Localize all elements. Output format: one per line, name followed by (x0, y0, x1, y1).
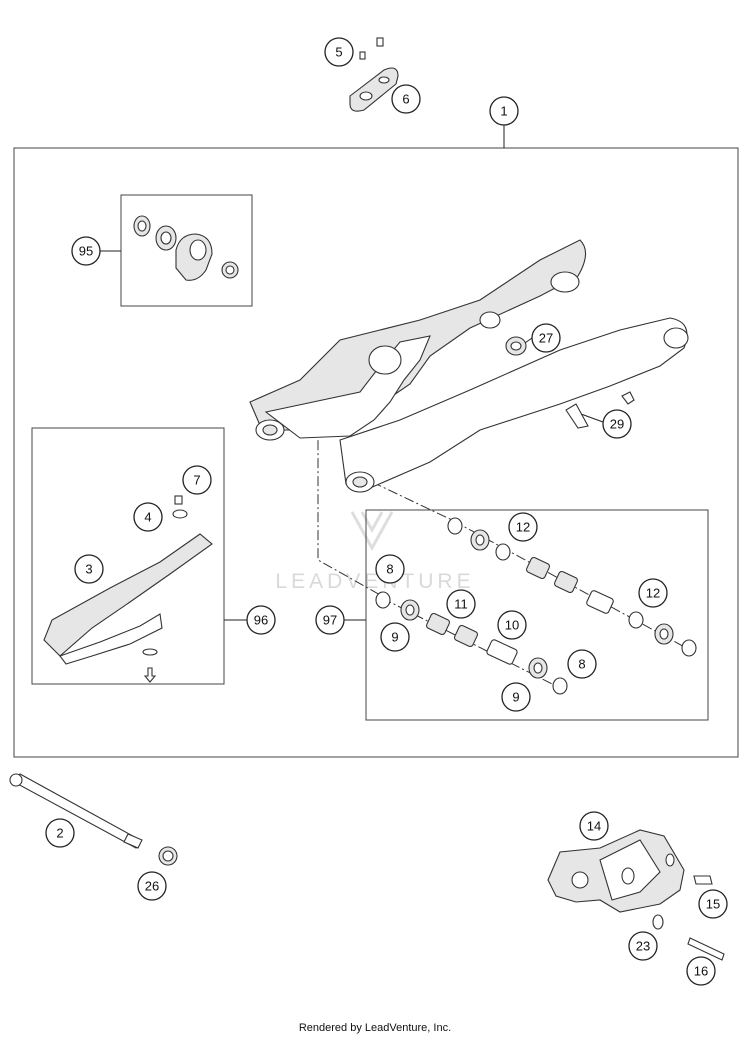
svg-text:9: 9 (512, 690, 519, 705)
svg-text:8: 8 (578, 657, 585, 672)
svg-text:7: 7 (193, 473, 200, 488)
kit-96-box (31, 427, 225, 685)
callout-7: 7 (182, 465, 212, 495)
svg-text:26: 26 (145, 879, 159, 894)
svg-text:5: 5 (335, 45, 342, 60)
svg-text:16: 16 (694, 964, 708, 979)
svg-text:8: 8 (386, 562, 393, 577)
callout-11: 11 (446, 589, 476, 619)
callout-9: 9 (501, 682, 531, 712)
footer-credit: Rendered by LeadVenture, Inc. (298, 1022, 452, 1034)
svg-text:12: 12 (516, 520, 530, 535)
callout-97: 97 (315, 605, 345, 635)
chain-guide-bracket (349, 37, 399, 112)
svg-text:9: 9 (391, 630, 398, 645)
swingarm-assembly-box (13, 147, 739, 758)
callout-12: 12 (638, 578, 668, 608)
svg-text:95: 95 (79, 244, 93, 259)
callout-8: 8 (567, 649, 597, 679)
bearing-kit (375, 517, 697, 695)
chain-guide-bolts (652, 875, 725, 961)
svg-text:97: 97 (323, 613, 337, 628)
callout-3: 3 (74, 554, 104, 584)
svg-text:2: 2 (56, 826, 63, 841)
svg-text:23: 23 (636, 939, 650, 954)
callout-14: 14 (579, 811, 609, 841)
callout-4: 4 (133, 502, 163, 532)
watermark: LEADVENTURE (275, 511, 474, 593)
callout-6: 6 (391, 84, 421, 114)
callout-1: 1 (489, 96, 519, 126)
axle-nut (158, 846, 178, 866)
callout-12: 12 (508, 512, 538, 542)
svg-text:14: 14 (587, 819, 601, 834)
svg-text:1: 1 (500, 104, 507, 119)
svg-text:15: 15 (706, 897, 720, 912)
svg-text:12: 12 (646, 586, 660, 601)
callout-15: 15 (698, 889, 728, 919)
callout-29: 29 (602, 409, 632, 439)
svg-text:11: 11 (454, 597, 468, 612)
kit-97-box (365, 509, 709, 721)
callout-27: 27 (531, 323, 561, 353)
callout-96: 96 (246, 605, 276, 635)
watermark-text: LEADVENTURE (275, 570, 474, 593)
swingarm-axle (9, 773, 143, 849)
chain-guide (547, 829, 685, 913)
svg-text:27: 27 (539, 331, 553, 346)
callout-26: 26 (137, 871, 167, 901)
chain-slider-insert (505, 336, 527, 356)
svg-text:3: 3 (85, 562, 92, 577)
svg-text:10: 10 (505, 618, 519, 633)
chain-slider (43, 495, 213, 683)
callout-2: 2 (45, 818, 75, 848)
svg-text:29: 29 (610, 417, 624, 432)
svg-text:4: 4 (144, 510, 151, 525)
callout-10: 10 (497, 610, 527, 640)
callout-95: 95 (71, 236, 101, 266)
swingarm (249, 239, 689, 493)
svg-text:96: 96 (254, 613, 268, 628)
callout-8: 8 (375, 554, 405, 584)
callout-9: 9 (380, 622, 410, 652)
callout-23: 23 (628, 931, 658, 961)
kit-95-parts (133, 215, 239, 281)
svg-text:6: 6 (402, 92, 409, 107)
callout-5: 5 (324, 37, 354, 67)
callout-16: 16 (686, 956, 716, 986)
